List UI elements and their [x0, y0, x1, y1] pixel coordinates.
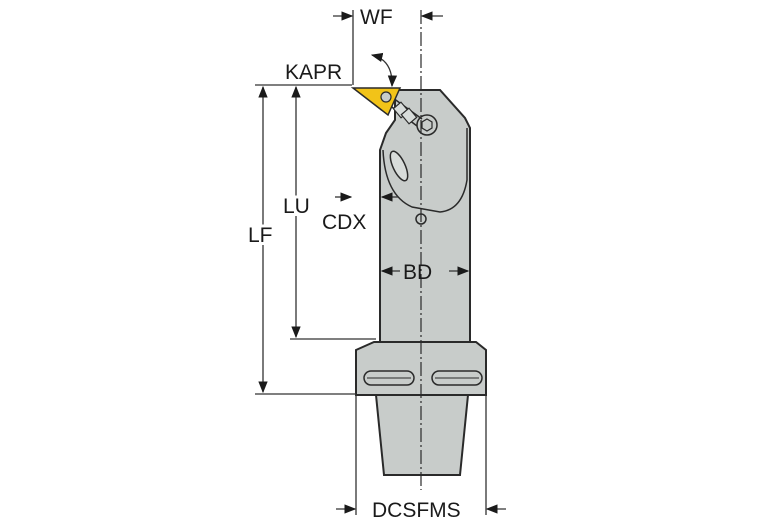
label-bd: BD [403, 261, 432, 284]
tapered-shank [374, 394, 470, 476]
label-dcsfms: DCSFMS [372, 499, 461, 522]
clamp-screw-icon [416, 114, 438, 136]
label-lu: LU [283, 195, 310, 218]
label-cdx: CDX [322, 211, 366, 234]
label-lf: LF [248, 224, 273, 247]
cutting-insert [350, 87, 402, 117]
insert-pocket-outline [382, 128, 468, 213]
coolant-hole [389, 150, 409, 182]
label-wf: WF [360, 6, 393, 29]
label-kapr: KAPR [285, 61, 342, 84]
